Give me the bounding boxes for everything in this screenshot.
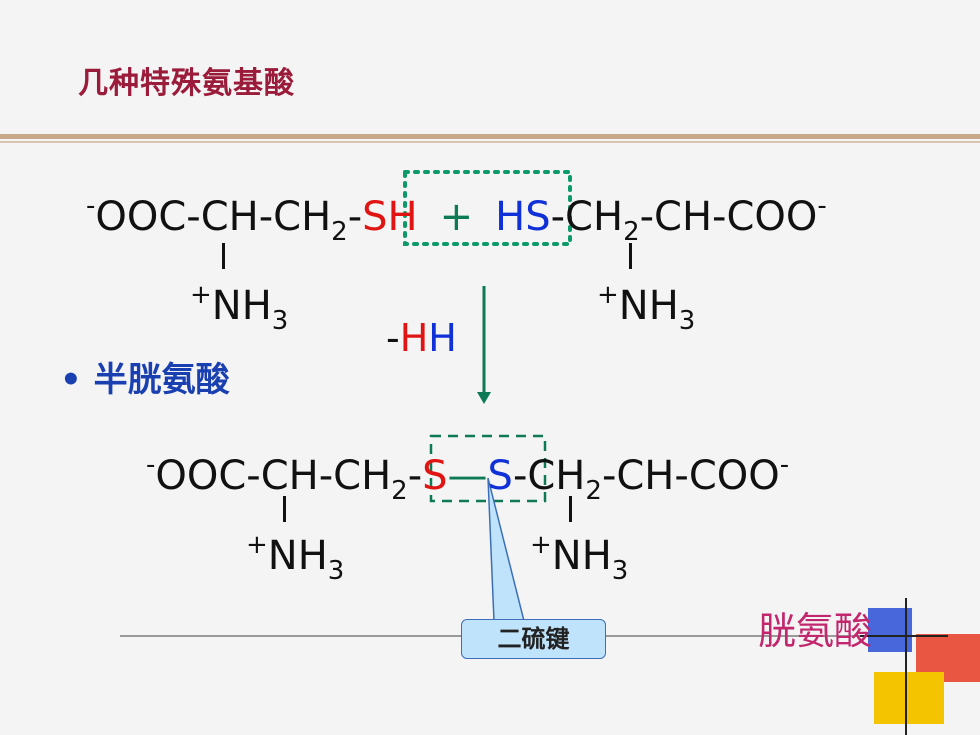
amino-group-left: +NH3	[190, 280, 289, 336]
product-amino-group-left: +NH3	[246, 530, 345, 586]
deco-blue-square	[868, 608, 912, 652]
product-name: 胱氨酸	[758, 609, 873, 653]
product-amino-group-right: +NH3	[530, 530, 629, 586]
product-alpha-bond-left	[283, 496, 286, 522]
reaction-arrow-head	[477, 392, 491, 404]
product-equation: -OOC-CH-CH2-S—S-CH2-CH-COO-	[146, 450, 790, 506]
alpha-bond-right	[629, 243, 632, 269]
alpha-bond-left	[222, 243, 225, 269]
thiol-sulfur-left: S	[362, 194, 388, 240]
disulfide-box	[429, 434, 547, 503]
reacting-groups-box	[403, 170, 572, 246]
disulfide-callout: 二硫键	[461, 619, 606, 659]
loss-label: -HH	[386, 316, 457, 360]
product-alpha-bond-right	[569, 496, 572, 522]
title-rule-thin	[0, 141, 980, 143]
disulfide-sulfur-right: S	[487, 453, 513, 499]
slide-title: 几种特殊氨基酸	[78, 66, 295, 101]
thiol-hydrogen-left: H	[387, 194, 418, 240]
disulfide-bond: —	[447, 453, 488, 499]
disulfide-sulfur-left: S	[422, 453, 448, 499]
deco-yellow-square	[874, 672, 944, 724]
bullet-cysteine: • 半胱氨酸	[60, 360, 230, 400]
title-rule	[0, 134, 980, 139]
plus-sign: +	[439, 194, 474, 240]
reaction-equation: -OOC-CH-CH2-SH+HS-CH2-CH-COO-	[86, 191, 827, 247]
thiol-sulfur-right: S	[525, 194, 551, 240]
amino-group-right: +NH3	[597, 280, 696, 336]
thiol-hydrogen-right: H	[495, 194, 526, 240]
